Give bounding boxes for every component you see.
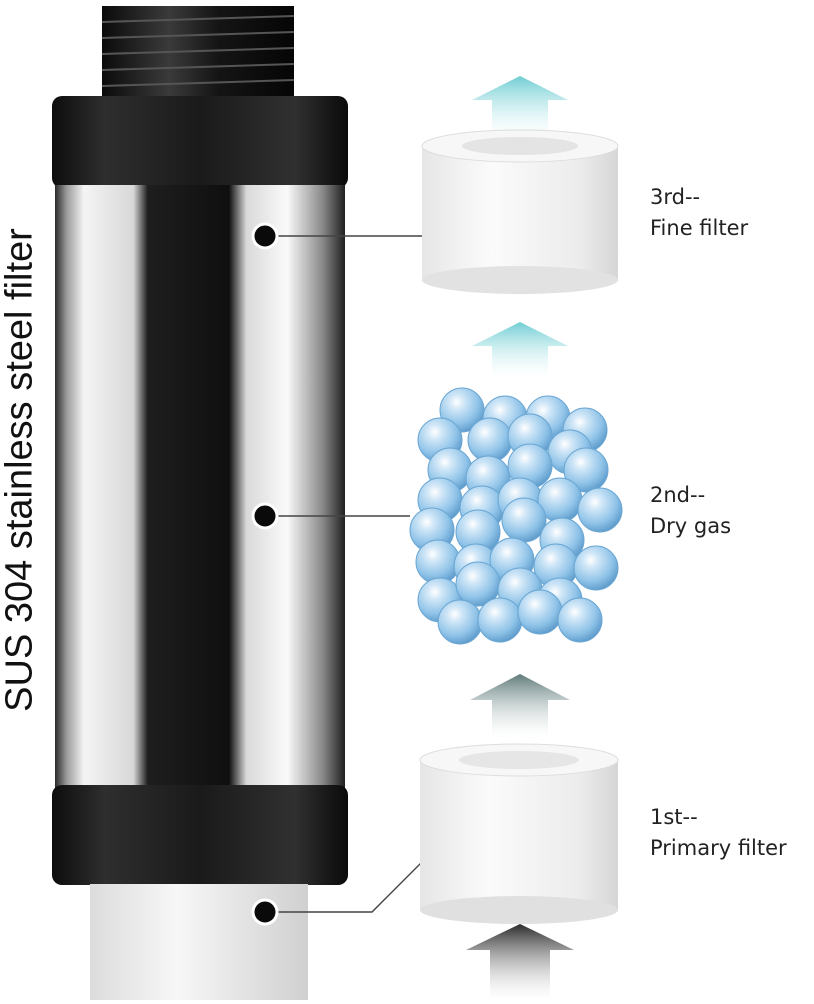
callout-dot-fine: [251, 222, 279, 250]
stage-number: 1st--: [650, 805, 698, 829]
flow-arrow-bottom: [466, 924, 574, 1000]
stage-label-dry: 2nd-- Dry gas: [650, 480, 731, 542]
silica-bead: [501, 497, 547, 543]
top-thread: [101, 6, 295, 98]
inlet-tip: [90, 884, 308, 1000]
silica-bead: [563, 447, 609, 493]
callout-dot-primary: [251, 898, 279, 926]
silica-bead: [437, 599, 483, 645]
silica-bead: [467, 417, 513, 463]
silica-bead: [517, 589, 563, 635]
stainless-body: [55, 185, 345, 793]
stage-number: 3rd--: [650, 185, 701, 209]
dry-gas-beads: [409, 387, 623, 645]
flow-arrow-top: [472, 76, 568, 140]
silica-bead: [573, 545, 619, 591]
silica-bead: [577, 487, 623, 533]
silica-bead: [477, 597, 523, 643]
stage-name: Dry gas: [650, 514, 732, 538]
flow-arrow-upper: [472, 322, 568, 378]
vertical-title-text: SUS 304 stainless steel filter: [0, 228, 41, 712]
fine-filter-cylinder: [421, 129, 619, 294]
stage-number: 2nd--: [650, 483, 706, 507]
stage-label-primary: 1st-- Primary filter: [650, 802, 787, 864]
silica-bead: [415, 539, 461, 585]
silica-bead: [557, 597, 603, 643]
callout-dot-dry: [251, 502, 279, 530]
primary-filter-cylinder: [419, 743, 619, 924]
top-cap: [52, 96, 348, 188]
stage-name: Primary filter: [650, 836, 787, 860]
bottom-cap: [52, 785, 348, 885]
stage-name: Fine filter: [650, 216, 749, 240]
flow-arrow-lower: [470, 674, 570, 738]
stage-label-fine: 3rd-- Fine filter: [650, 182, 748, 244]
vertical-title: SUS 304 stainless steel filter: [0, 0, 41, 1000]
callout-lines: [265, 235, 423, 913]
callout-dots: [251, 222, 279, 926]
